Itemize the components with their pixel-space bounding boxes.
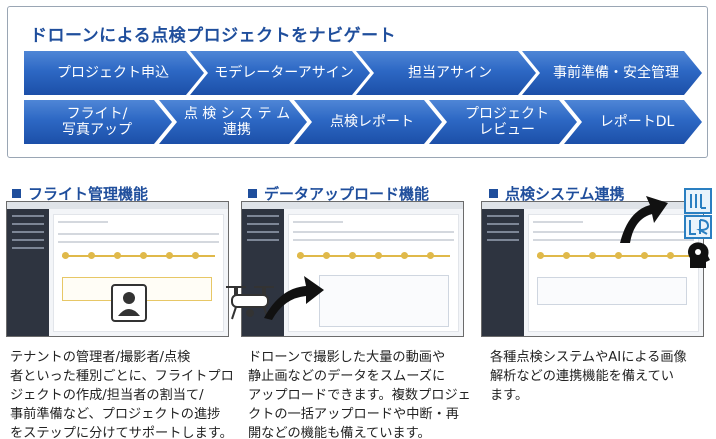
step-inspection-report: 点検レポート [294, 100, 442, 144]
ai-head-icon [684, 188, 712, 268]
step-moderator-assign: モデレーターアサイン [190, 51, 370, 95]
inspection-system-description: 各種点検システムやAIによる画像 解析などの連携機能を備えてい ます。 [490, 350, 687, 403]
bullet-square-icon [248, 189, 257, 198]
step-staff-assign: 担当アサイン [356, 51, 536, 95]
step-project-review: プロジェクト レビュー [429, 100, 577, 144]
step-inspection-system: 点 検 シ ス テ ム 連携 [159, 100, 307, 144]
step-preparation-safety: 事前準備・安全管理 [522, 51, 702, 95]
flight-management-description: テナントの管理者/撮影者/点検 者といった種別ごとに、フライトプロ ジェクトの作… [10, 350, 234, 439]
data-upload-screenshot [241, 201, 464, 337]
person-card-icon [111, 284, 147, 322]
data-upload-heading: データアップロード機能 [248, 183, 429, 204]
workflow-title: ドローンによる点検プロジェクトをナビゲート [30, 26, 397, 46]
flight-management-heading: フライト管理機能 [12, 183, 148, 204]
step-flight-photo-upload: フライト/ 写真アップ [24, 100, 172, 144]
inspection-system-screenshot [481, 201, 704, 337]
bullet-square-icon [12, 189, 21, 198]
drone-icon [226, 286, 274, 320]
inspection-system-heading: 点検システム連携 [489, 183, 625, 204]
data-upload-description: ドローンで撮影した大量の動画や 静止画などのデータをスムーズに アップロードでき… [248, 350, 471, 439]
curved-arrow-icon [620, 196, 668, 243]
curved-arrow-icon [264, 276, 324, 320]
step-project-application: プロジェクト申込 [24, 51, 204, 95]
bullet-square-icon [489, 189, 498, 198]
step-report-download: レポートDL [564, 100, 702, 144]
